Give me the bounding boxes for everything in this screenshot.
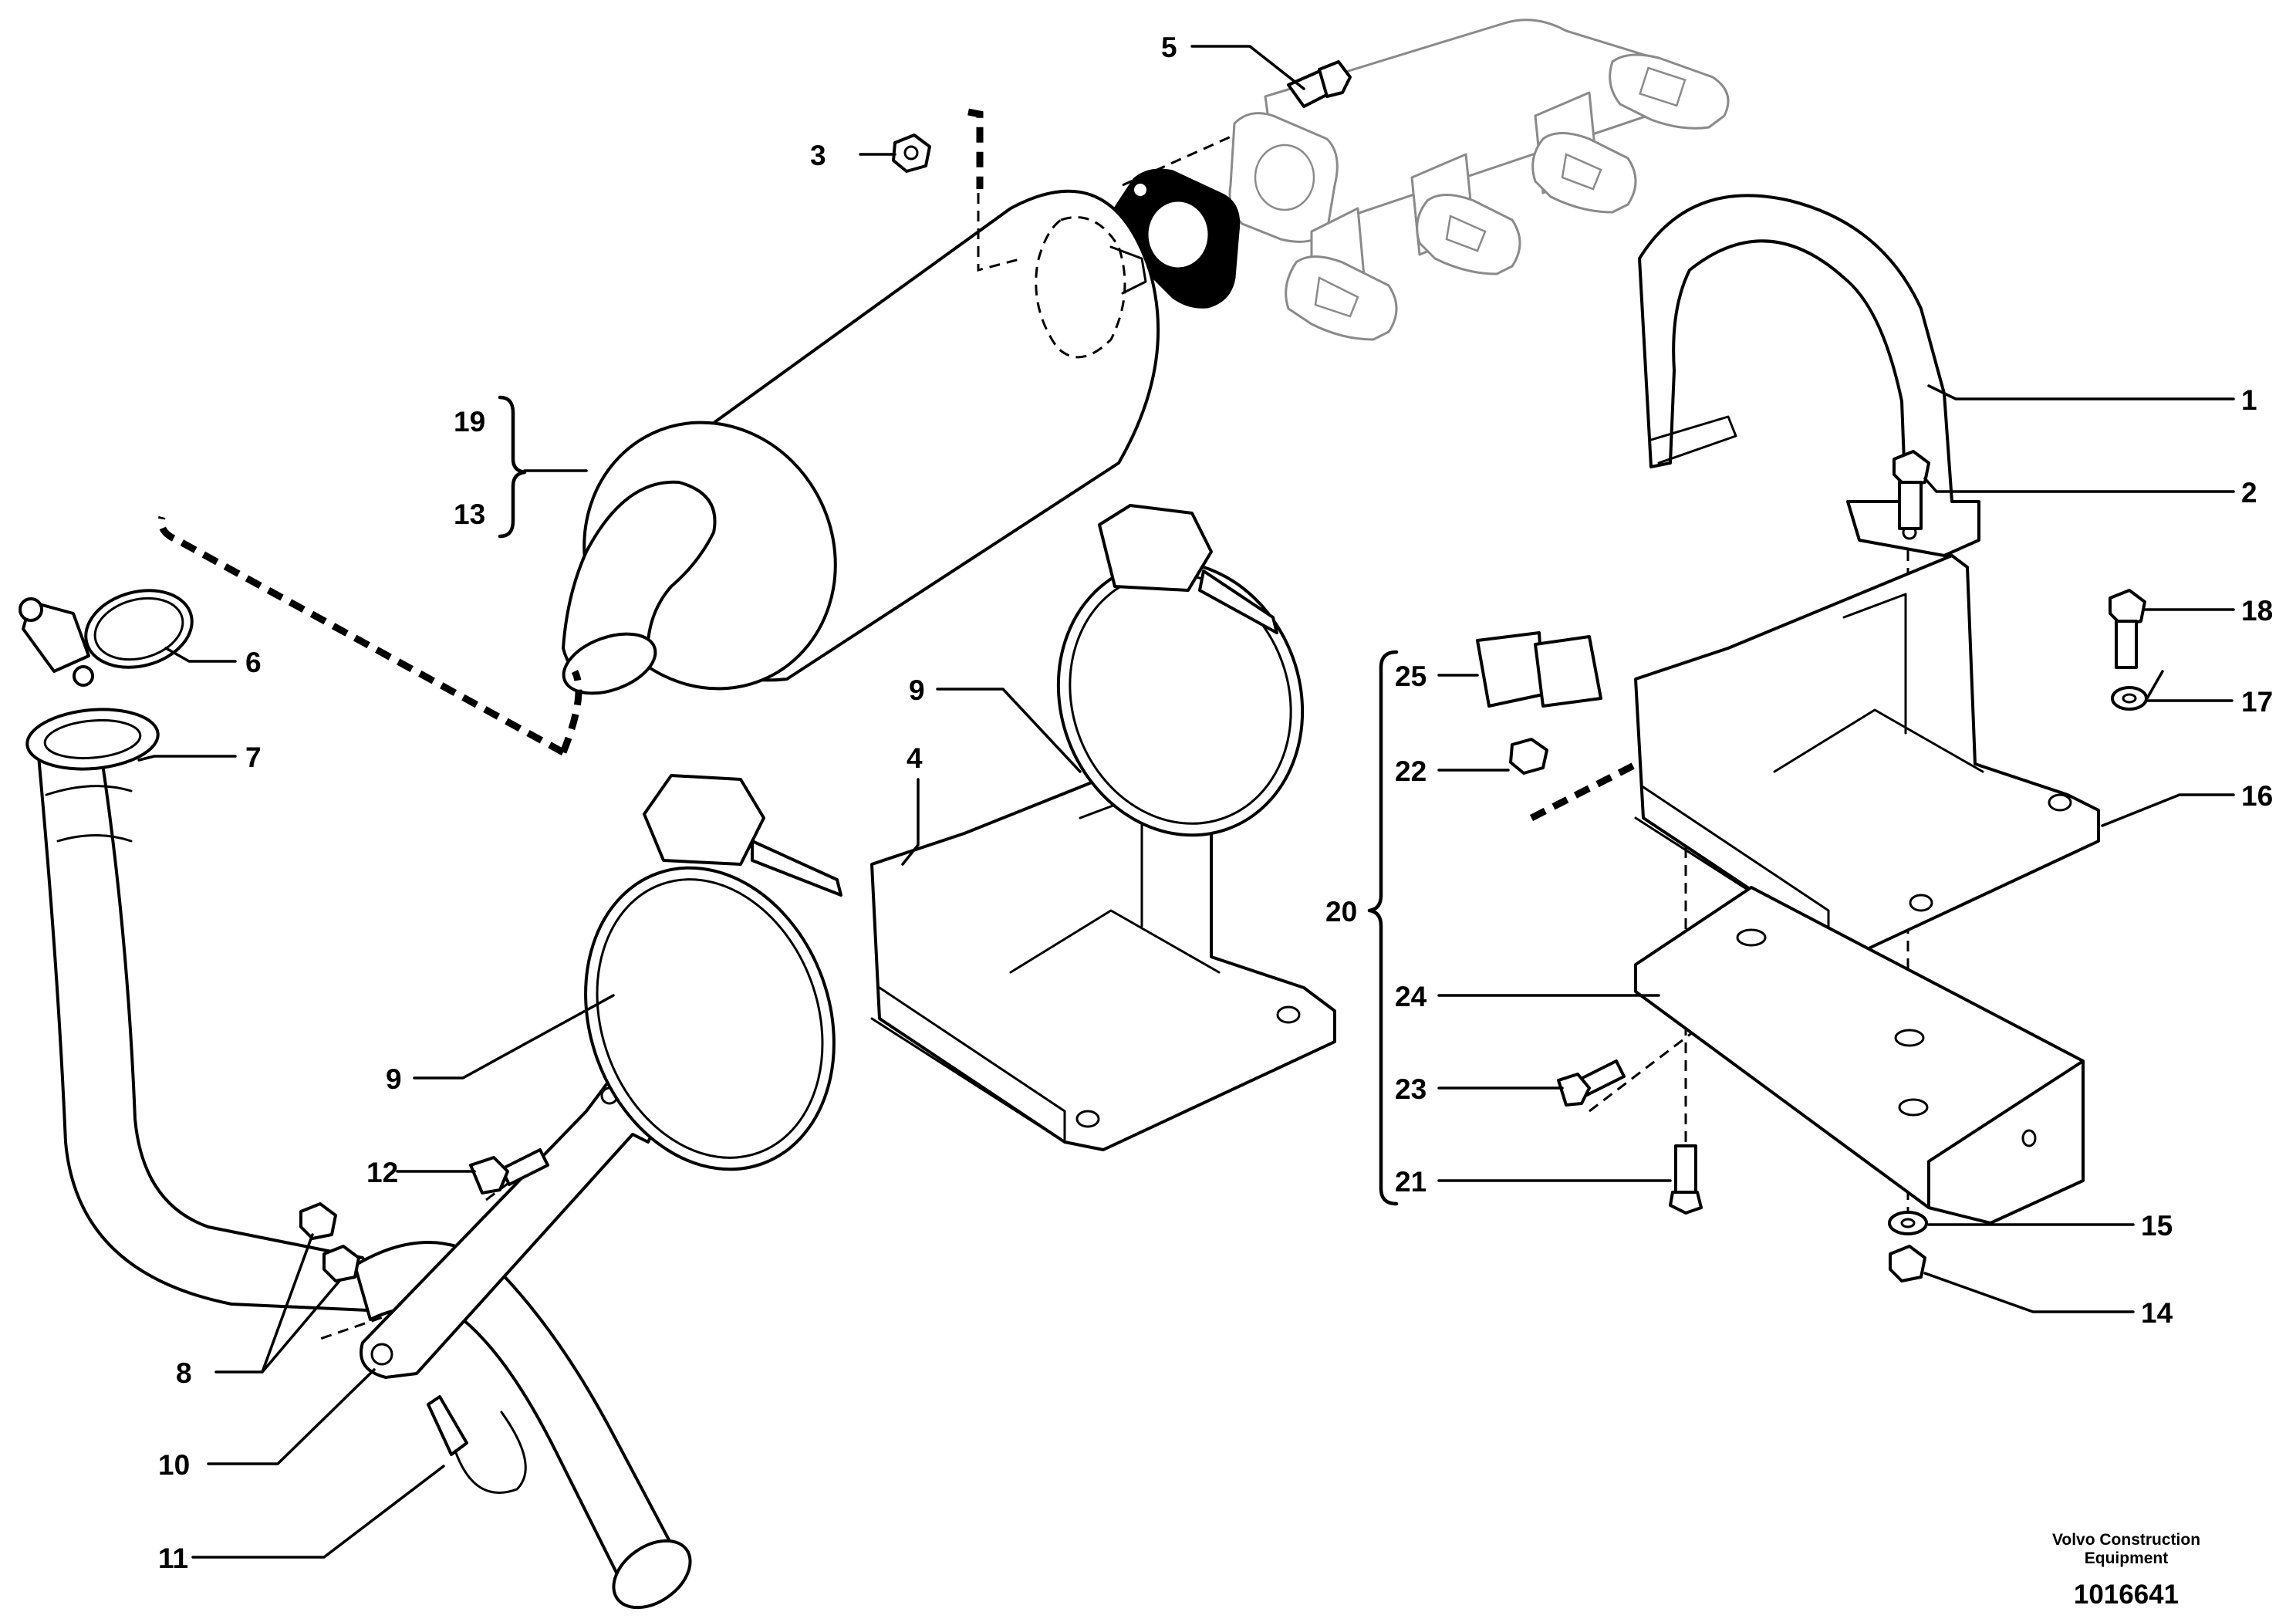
callout-9b: 9 — [386, 1063, 402, 1095]
mounting-plate — [1634, 886, 2085, 1225]
callout-23: 23 — [1395, 1073, 1427, 1105]
callout-21: 21 — [1395, 1166, 1427, 1198]
callout-2: 2 — [2241, 477, 2257, 509]
callout-1: 1 — [2241, 384, 2257, 416]
callout-15: 15 — [2141, 1210, 2173, 1242]
callout-9a: 9 — [909, 674, 925, 706]
manifold-gasket — [1113, 168, 1241, 309]
callout-18: 18 — [2241, 595, 2273, 627]
callout-14: 14 — [2141, 1297, 2173, 1329]
callout-labels: 1 2 3 5 19 13 6 7 9 4 9 12 8 10 11 18 17… — [158, 32, 2273, 1574]
hardware — [299, 60, 2148, 1282]
muffler — [562, 189, 1160, 695]
callout-12: 12 — [366, 1157, 398, 1188]
callout-7: 7 — [245, 742, 262, 773]
band-clamp-small — [19, 589, 194, 687]
publisher-credit: Volvo Construction Equipment 1016641 — [2052, 1531, 2200, 1610]
brace-19-13 — [498, 395, 527, 539]
callout-22: 22 — [1395, 755, 1427, 787]
brace-20 — [1367, 650, 1399, 1206]
callout-10: 10 — [158, 1449, 190, 1481]
callout-5: 5 — [1161, 32, 1177, 63]
credit-line-1: Volvo Construction — [2052, 1531, 2200, 1549]
band-clamp-front — [584, 774, 842, 1171]
callout-17: 17 — [2241, 686, 2273, 718]
callout-20: 20 — [1325, 896, 1357, 928]
band-clamp-rear — [1056, 504, 1305, 837]
document-number: 1016641 — [2074, 1580, 2179, 1610]
callout-3: 3 — [810, 140, 826, 171]
callout-13: 13 — [454, 498, 485, 530]
callout-25: 25 — [1395, 661, 1427, 692]
callout-24: 24 — [1395, 981, 1427, 1012]
callout-16: 16 — [2241, 780, 2273, 812]
callout-8: 8 — [176, 1357, 192, 1389]
exhaust-manifold — [1228, 19, 1730, 341]
muffler-bracket-right — [1634, 554, 2100, 951]
mounting-strap — [1638, 194, 1980, 557]
credit-line-2: Equipment — [2085, 1549, 2169, 1567]
callout-leaders — [137, 45, 2235, 1559]
callout-19: 19 — [454, 406, 485, 438]
exhaust-pipe — [25, 708, 403, 1313]
callout-4: 4 — [907, 742, 923, 774]
callout-6: 6 — [245, 647, 262, 678]
callout-11: 11 — [158, 1543, 188, 1574]
